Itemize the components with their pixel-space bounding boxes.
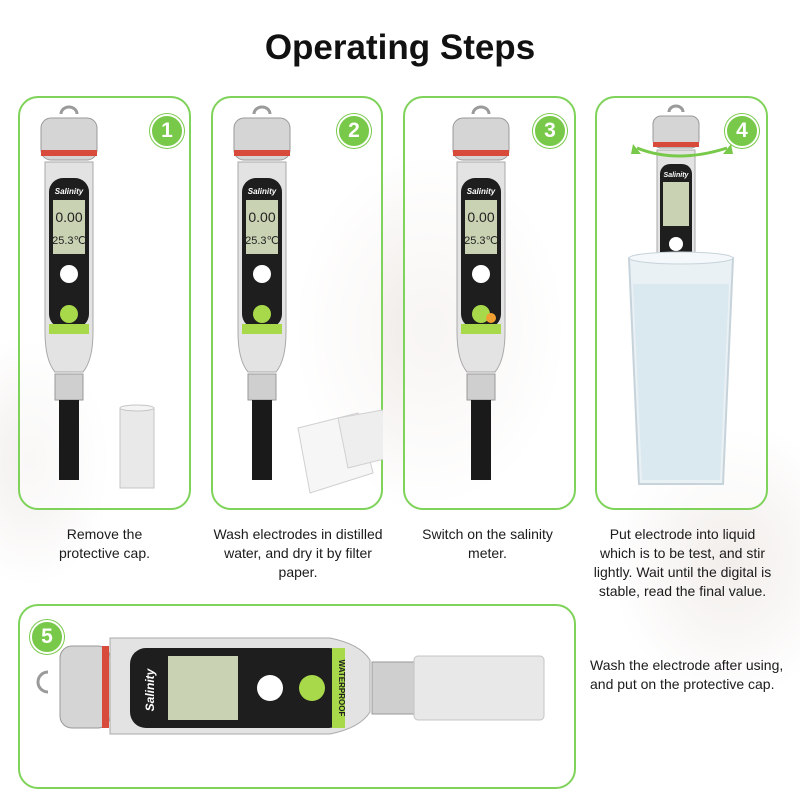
page-title: Operating Steps [264,28,536,67]
brand-label: Salinity [55,187,84,196]
recap-illustration: Salinity WATERPROOF [36,637,545,735]
step-badge-4: 4 [725,114,759,148]
remove-cap-illustration: Salinity 0.00 25.3℃ [40,105,155,489]
step-caption-2: Wash electrodes in distilled water, and … [213,526,383,580]
lcd-reading: 0.00 [55,209,82,225]
lcd-temperature: 25.3℃ [245,235,279,247]
brand-label: Salinity [248,187,277,196]
finger-press-icon [486,313,496,323]
protective-cap [119,404,155,489]
stir-arrow-icon [636,146,728,158]
lcd-temperature: 25.3℃ [52,235,86,247]
meter-body-horizontal: Salinity WATERPROOF [36,637,545,735]
stir-liquid-illustration: Salinity [627,104,735,485]
brand-label: Salinity [467,187,496,196]
glass-of-water [627,251,735,485]
step-card-5: Salinity WATERPROOF 5 [18,604,576,789]
meter-body: Salinity 0.00 25.3℃ [452,105,510,480]
lcd-temperature: 25.3℃ [464,235,498,247]
waterproof-strip: WATERPROOF [337,660,346,717]
step-badge-5: 5 [30,620,64,654]
step-caption-4: Put electrode into liquid which is to be… [593,526,772,599]
brand-label: Salinity [143,667,157,711]
filter-paper [297,409,383,494]
meter-body: Salinity 0.00 25.3℃ [233,105,291,480]
lcd-reading: 0.00 [467,209,494,225]
lcd-reading: 0.00 [248,209,275,225]
step-card-1: Salinity 0.00 25.3℃ 1 [18,96,191,510]
step-caption-5: Wash the electrode after using, and put … [590,657,784,692]
wash-electrode-illustration: Salinity 0.00 25.3℃ [233,105,383,494]
step-caption-3: Switch on the salinity meter. [422,526,553,561]
step-card-4: Salinity 4 [595,96,768,510]
power-on-illustration: Salinity 0.00 25.3℃ [452,105,510,480]
step-caption-1: Remove the protective cap. [58,526,151,561]
step-badge-2: 2 [337,114,371,148]
step-badge-3: 3 [533,114,567,148]
step-card-3: Salinity 0.00 25.3℃ 3 [403,96,576,510]
step-badge-1: 1 [150,114,184,148]
brand-label: Salinity [664,172,690,179]
meter-body: Salinity 0.00 25.3℃ [40,105,98,480]
step-card-2: Salinity 0.00 25.3℃ 2 [211,96,383,510]
